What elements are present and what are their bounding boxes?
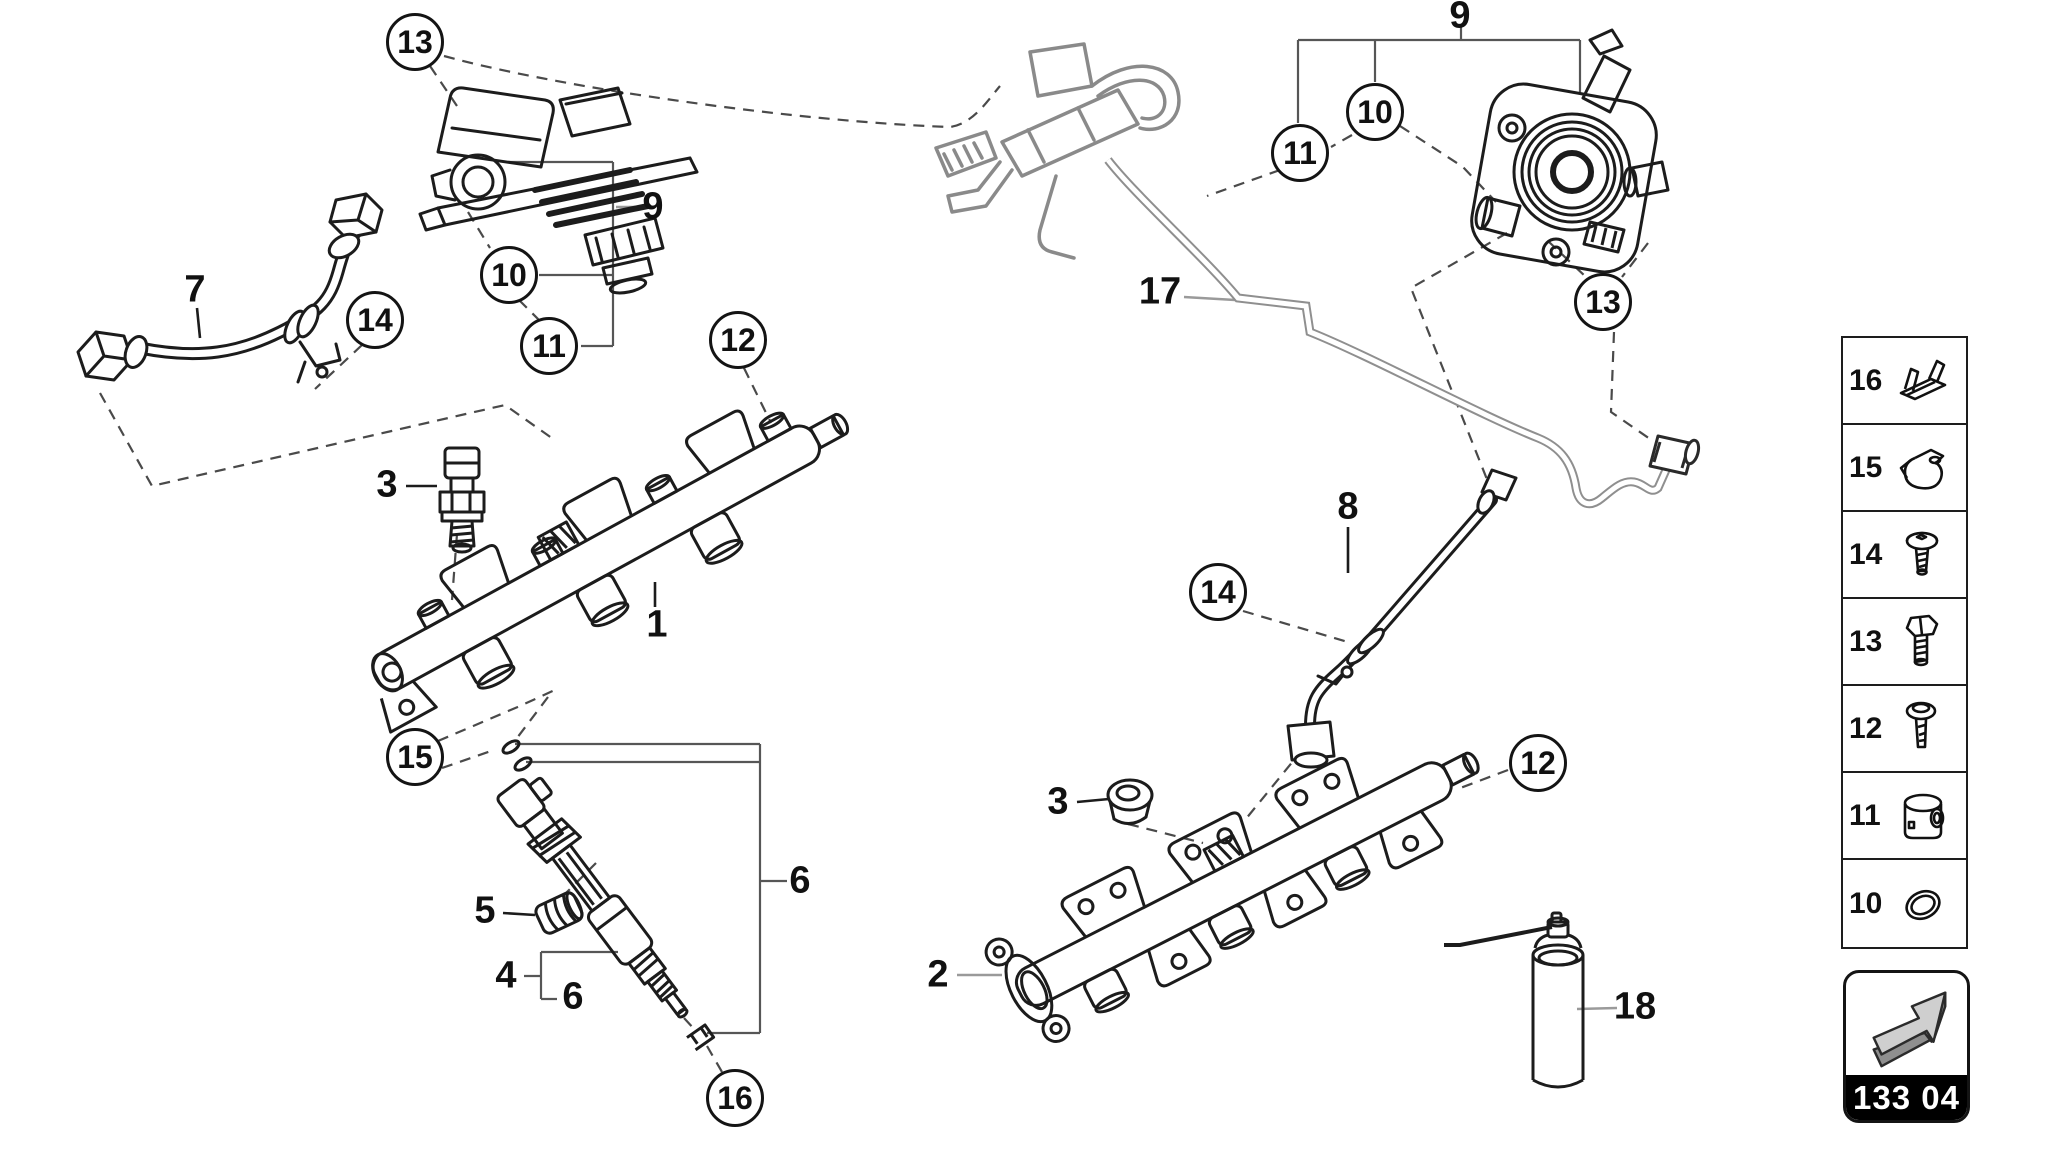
hex-bolt-icon — [1905, 614, 1939, 666]
mounting-bracket-assembly — [934, 42, 1181, 260]
legend-item-12[interactable]: 12 — [1843, 686, 1966, 773]
fuel-supply-line-17 — [1104, 157, 1671, 509]
retaining-clip-icon — [1899, 359, 1947, 400]
part-label-17: 17 — [1138, 270, 1182, 313]
bracket-6 — [515, 742, 787, 1035]
part-balloon-13[interactable]: 13 — [1574, 273, 1632, 331]
bracket-lines — [508, 24, 1582, 1035]
legend-number: 16 — [1849, 363, 1883, 397]
part-label-6: 6 — [562, 975, 584, 1018]
legend-number: 10 — [1849, 886, 1883, 920]
bracket-4 — [524, 950, 618, 1001]
nav-thumbnail[interactable]: 133 04 — [1843, 970, 1970, 1123]
spray-can — [1444, 911, 1585, 1089]
o-ring-icon — [1900, 884, 1946, 925]
part-label-5: 5 — [474, 889, 496, 932]
fuel-pipe-7 — [76, 192, 384, 384]
high-pressure-pump-left — [418, 86, 699, 295]
part-balloon-12[interactable]: 12 — [1509, 734, 1567, 792]
fuel-rail-left — [371, 409, 850, 734]
legend-number: 15 — [1849, 450, 1883, 484]
support-clamp-icon — [1903, 793, 1945, 839]
fuel-pipe-8 — [1286, 468, 1518, 769]
part-label-18: 18 — [1613, 985, 1657, 1028]
legend-item-10[interactable]: 10 — [1843, 860, 1966, 947]
legend-item-14[interactable]: 14 — [1843, 512, 1966, 599]
part-balloon-16[interactable]: 16 — [706, 1069, 764, 1127]
retaining-clip-part — [686, 1023, 716, 1052]
sealing-plug — [1106, 778, 1154, 825]
legend-item-11[interactable]: 11 — [1843, 773, 1966, 860]
part-label-7: 7 — [184, 268, 206, 311]
legend-number: 12 — [1849, 711, 1883, 745]
part-balloon-14[interactable]: 14 — [346, 291, 404, 349]
part-label-8: 8 — [1337, 485, 1359, 528]
legend-number: 11 — [1849, 798, 1881, 832]
part-label-1: 1 — [646, 603, 668, 646]
spray-tube — [1444, 925, 1553, 947]
part-balloon-15[interactable]: 15 — [386, 728, 444, 786]
part-balloon-10[interactable]: 10 — [1346, 83, 1404, 141]
part-balloon-11[interactable]: 11 — [520, 317, 578, 375]
part-label-6: 6 — [789, 859, 811, 902]
part-balloon-12[interactable]: 12 — [709, 311, 767, 369]
legend-number: 13 — [1849, 624, 1883, 658]
part-balloon-13[interactable]: 13 — [386, 13, 444, 71]
part-label-4: 4 — [495, 954, 517, 997]
part-label-3: 3 — [376, 463, 398, 506]
part-balloon-10[interactable]: 10 — [480, 246, 538, 304]
fuel-pressure-sensor — [438, 446, 486, 554]
fuel-rail-right — [984, 751, 1480, 1044]
part-label-9: 9 — [1449, 0, 1471, 37]
bracket-9-left — [508, 160, 615, 348]
legend-sidebar: 16 15 14 13 12 11 10 — [1841, 336, 1968, 949]
injector-grommet — [534, 891, 584, 935]
leader-lines — [195, 205, 1618, 1011]
legend-item-13[interactable]: 13 — [1843, 599, 1966, 686]
line-17-end-fitting — [1648, 434, 1701, 476]
washer-head-screw-icon — [1905, 531, 1939, 576]
part-label-2: 2 — [927, 953, 949, 996]
part-label-3: 3 — [1047, 780, 1069, 823]
bracket-9-right — [1296, 24, 1582, 123]
back-arrow-icon — [1872, 991, 1947, 1068]
injector-o-rings — [501, 739, 533, 772]
high-pressure-pump-right — [1470, 28, 1670, 274]
fuel-injector — [496, 776, 689, 1019]
page-code: 133 04 — [1846, 1075, 1967, 1120]
legend-number: 14 — [1849, 537, 1883, 571]
part-balloon-11[interactable]: 11 — [1271, 124, 1329, 182]
retainer-clamp-icon — [1899, 448, 1945, 490]
legend-item-16[interactable]: 16 — [1843, 338, 1966, 425]
part-label-9: 9 — [642, 185, 664, 228]
legend-item-15[interactable]: 15 — [1843, 425, 1966, 512]
part-balloon-14[interactable]: 14 — [1189, 563, 1247, 621]
pan-head-screw-icon — [1905, 701, 1937, 748]
